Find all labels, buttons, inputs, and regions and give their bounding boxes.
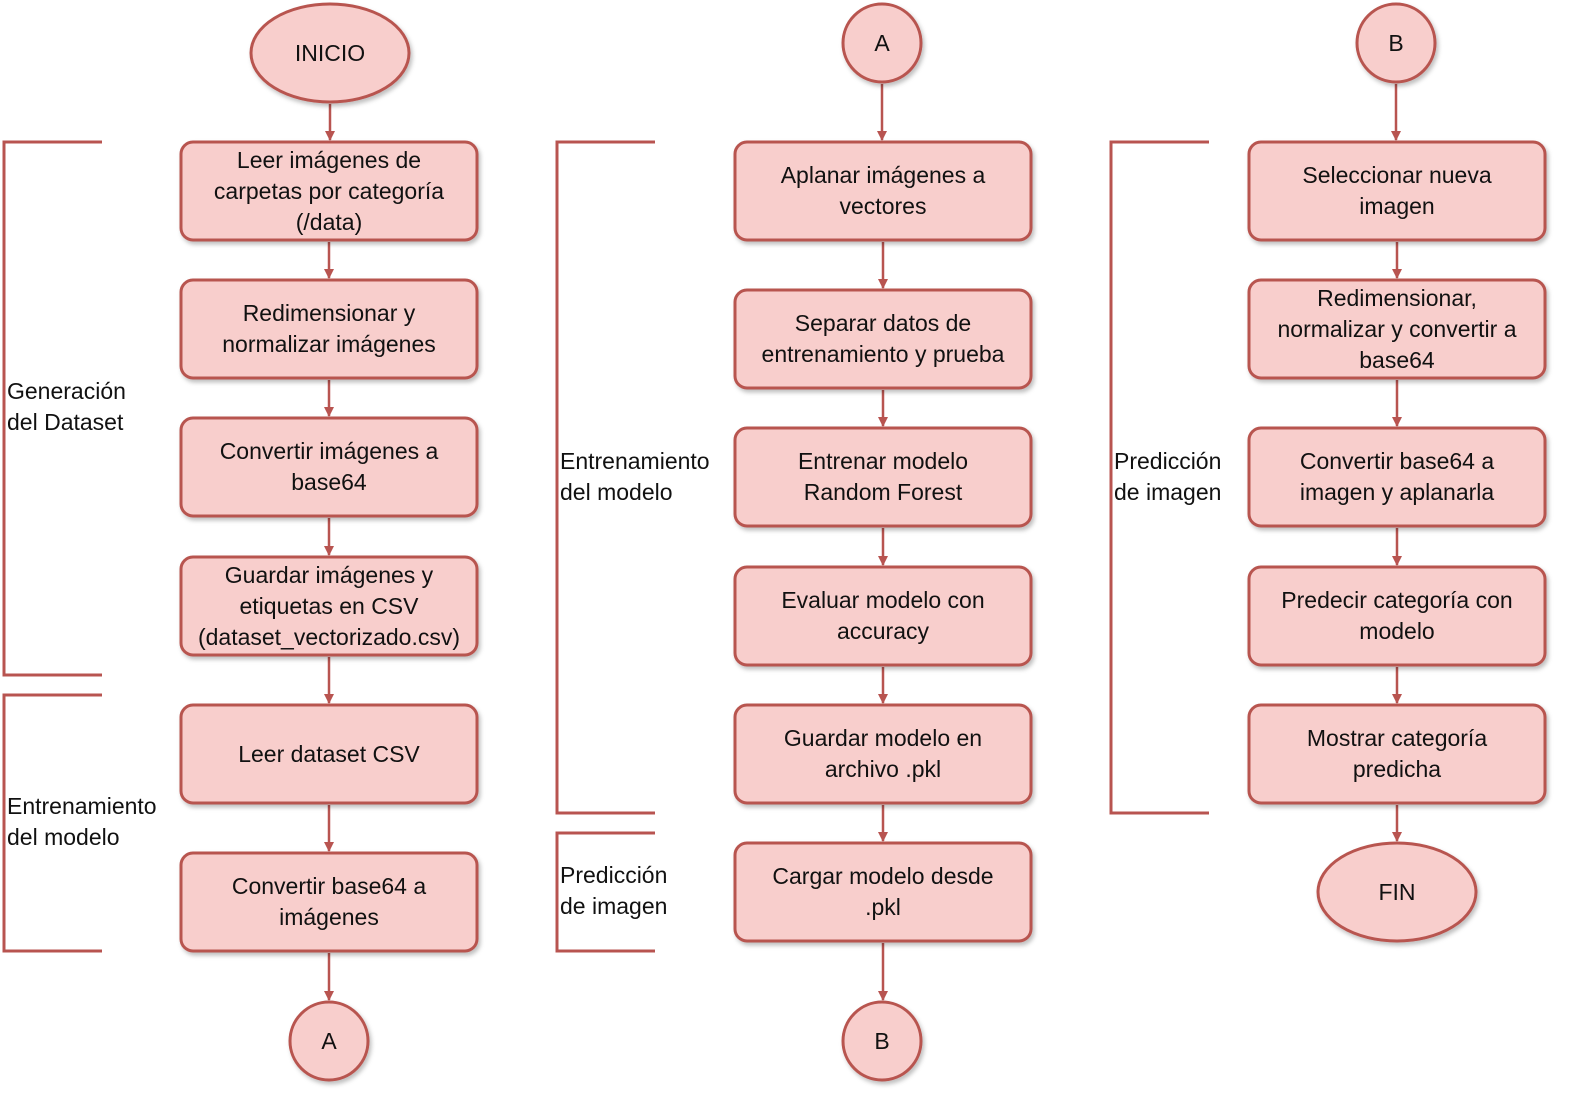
process-box-predecir [1247,565,1547,667]
node-label-mostrar: Mostrar categoría predicha [1306,725,1488,782]
node-label-redimensionar-convertir: Redimensionar, normalizar y convertir a … [1277,284,1517,373]
connector-connector-a-out [288,1000,370,1082]
connector-connector-a-in [841,2,923,84]
node-label-separar: Separar datos de entrenamiento y prueba [761,310,1005,367]
terminal-inicio [249,2,411,104]
node-label-redimensionar: Redimensionar y normalizar imágenes [222,300,436,357]
process-box-redimensionar [179,278,479,380]
process-box-mostrar [1247,703,1547,805]
node-label-connector-b-out: B [874,1027,890,1054]
node-label-aplanar: Aplanar imágenes a vectores [780,162,986,219]
process-box-evaluar [733,565,1033,667]
group-bracket [2,693,102,953]
process-box-convertir-imagenes [179,851,479,953]
group-label: Predicción de imagen [1114,448,1222,505]
group-label: Entrenamiento del modelo [7,793,157,850]
process-box-entrenar [733,426,1033,528]
node-label-cargar-modelo: Cargar modelo desde .pkl [772,863,994,920]
node-label-connector-b-in: B [1388,29,1404,56]
node-label-leer-dataset: Leer dataset CSV [238,740,420,767]
process-box-guardar-csv [179,555,479,657]
node-label-evaluar: Evaluar modelo con accuracy [781,587,985,644]
group-label: Entrenamiento del modelo [560,448,710,505]
process-box-separar [733,288,1033,390]
group-bracket [1109,140,1209,815]
node-label-connector-a-in: A [874,29,890,56]
terminal-fin [1316,841,1478,943]
process-box-leer-imagenes [179,140,479,242]
process-box-convertir-base64 [179,416,479,518]
node-label-fin: FIN [1378,878,1416,905]
node-label-inicio: INICIO [294,39,366,66]
connector-connector-b-out [841,1000,923,1082]
group-bracket [555,140,655,815]
node-label-guardar-csv: Guardar imágenes y etiquetas en CSV (dat… [197,561,461,650]
group-label: Generación del Dataset [7,378,126,435]
node-label-convertir-base64: Convertir imágenes a base64 [219,438,439,495]
connector-connector-b-in [1355,2,1437,84]
node-label-predecir: Predecir categoría con modelo [1281,587,1513,644]
node-label-guardar-modelo: Guardar modelo en archivo .pkl [783,725,983,782]
process-box-aplanar [733,140,1033,242]
process-box-guardar-modelo [733,703,1033,805]
process-box-leer-dataset [179,703,479,805]
group-bracket [2,140,102,677]
node-label-convertir-aplanar: Convertir base64 a imagen y aplanarla [1299,448,1495,505]
group-label: Predicción de imagen [560,862,668,919]
node-label-seleccionar: Seleccionar nueva imagen [1302,162,1492,219]
process-box-convertir-aplanar [1247,426,1547,528]
node-label-leer-imagenes: Leer imágenes de carpetas por categoría … [213,146,445,235]
process-box-seleccionar [1247,140,1547,242]
process-box-redimensionar-convertir [1247,278,1547,380]
node-label-entrenar: Entrenar modelo Random Forest [797,448,969,505]
group-bracket [555,831,655,953]
node-label-convertir-imagenes: Convertir base64 a imágenes [231,873,427,930]
node-label-connector-a-out: A [321,1027,337,1054]
process-box-cargar-modelo [733,841,1033,943]
